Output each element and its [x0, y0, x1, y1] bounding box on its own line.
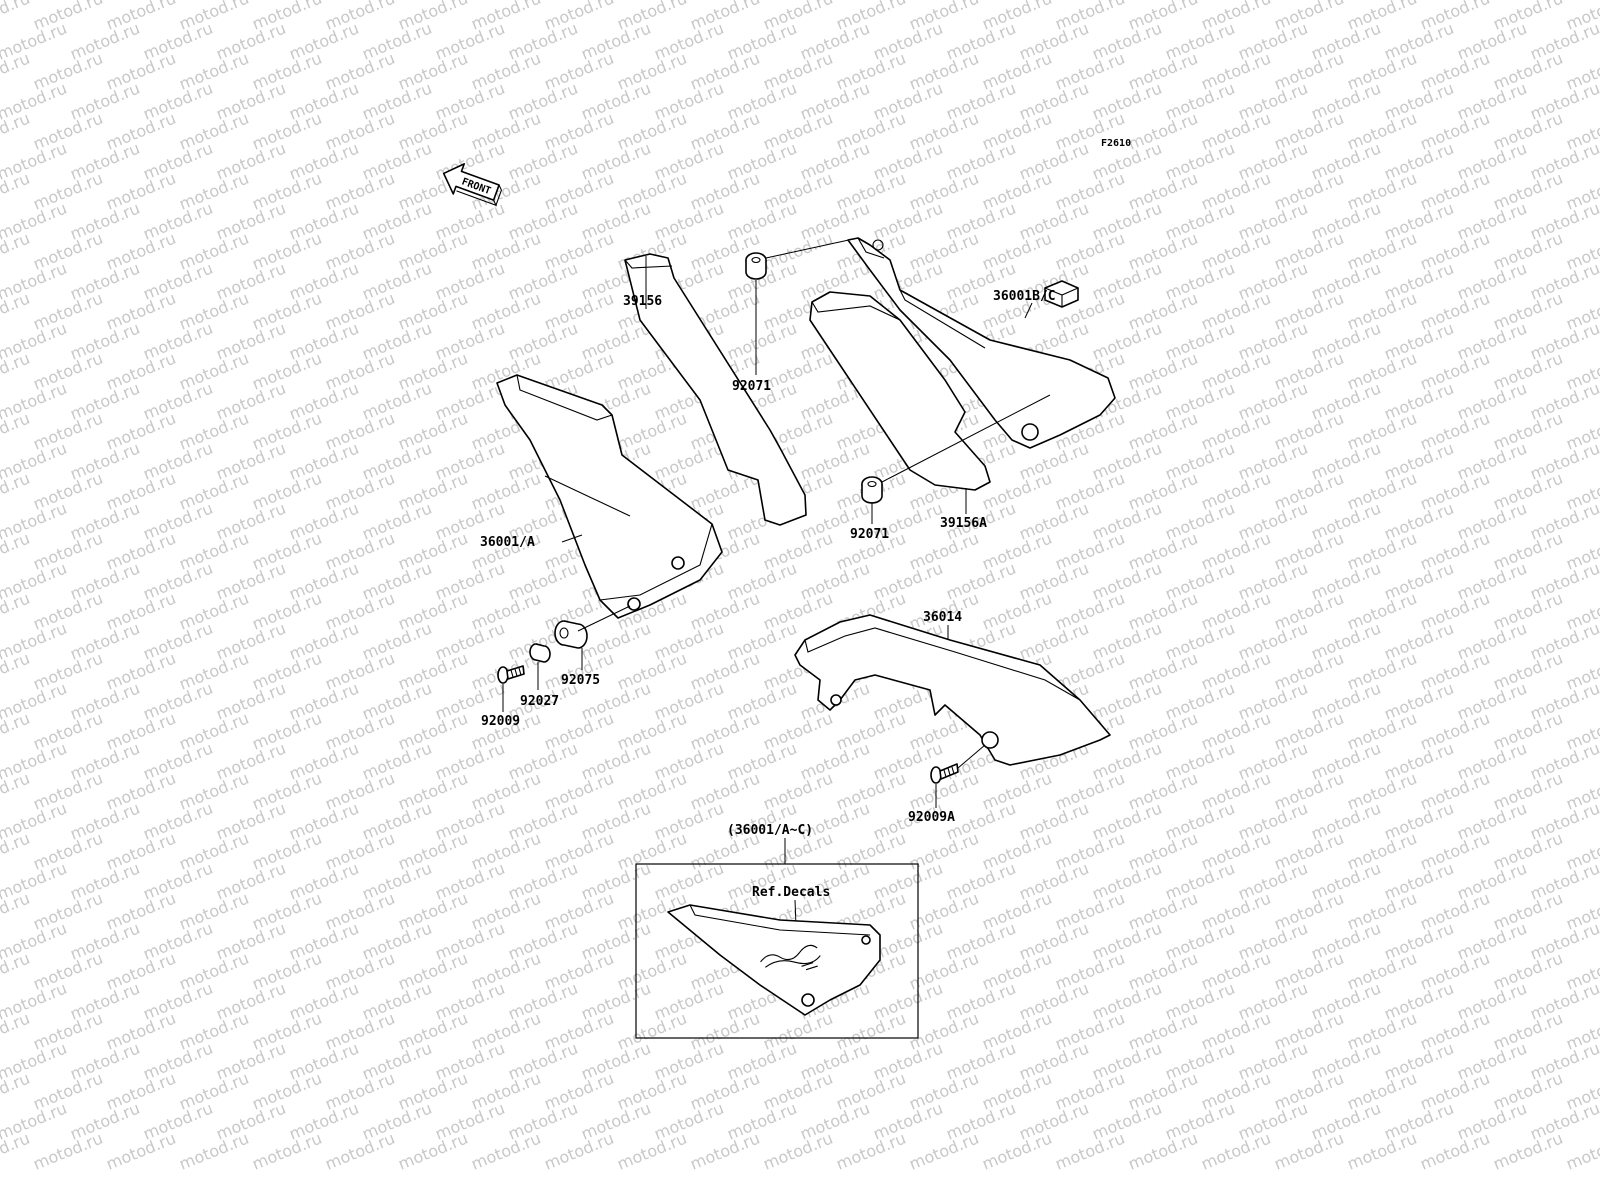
inset-box [635, 863, 919, 1039]
leader-line [1024, 302, 1033, 319]
bolt-92009a [930, 763, 959, 784]
pad-39156a [809, 291, 991, 491]
leader-line [561, 534, 583, 543]
front-arrow-icon: FRONT [442, 163, 503, 207]
collar-92027 [529, 643, 551, 663]
alignment-line [957, 744, 986, 769]
label-36001a: 36001/A [480, 535, 535, 550]
bolt-92009 [497, 665, 525, 684]
label-39156: 39156 [623, 294, 662, 309]
side-cover-inset [667, 904, 881, 1016]
label-36014: 36014 [923, 610, 962, 625]
label-39156a: 39156A [940, 516, 987, 531]
pad-39156 [624, 253, 807, 526]
decals-label: Ref.Decals [752, 885, 830, 900]
alignment-line [881, 394, 1051, 483]
side-cover-36001a [496, 374, 723, 619]
inset-title: (36001/A~C) [727, 823, 813, 838]
label-36001bc: 36001B/C [993, 289, 1056, 304]
label-92071-mid: 92071 [850, 527, 889, 542]
label-92027: 92027 [520, 694, 559, 709]
alignment-line [765, 237, 859, 259]
decal-logo-icon [760, 944, 821, 971]
alignment-line [577, 605, 631, 632]
diagram-code: F2610 [1101, 138, 1131, 149]
grommet-92075 [554, 620, 588, 649]
grommet-92071-top [745, 252, 767, 280]
label-92071-top: 92071 [732, 379, 771, 394]
label-92009: 92009 [481, 714, 520, 729]
grommet-92071-mid [861, 476, 883, 504]
label-92009a: 92009A [908, 810, 955, 825]
chain-guard-36014 [794, 614, 1111, 766]
label-92075: 92075 [561, 673, 600, 688]
